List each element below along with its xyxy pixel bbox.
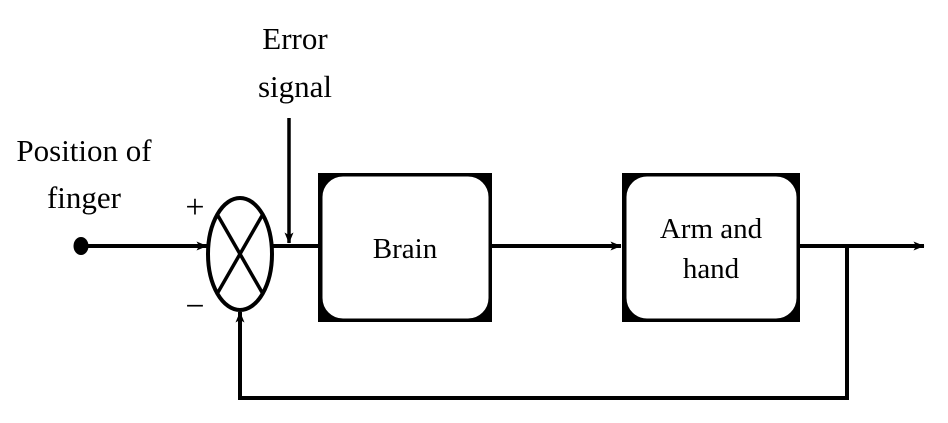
summing-junction-minus-sign: − [185,288,204,325]
block-arm-and-hand-label-line1: Arm and [660,213,763,245]
summing-junction-plus-sign: + [185,189,204,226]
error-signal-label-line2: signal [258,69,332,104]
block-arm-and-hand-label-line2: hand [683,253,740,285]
block-brain-body [319,173,492,322]
summing-junction[interactable] [206,196,274,312]
block-brain[interactable]: Brain [318,173,492,322]
error-signal-label-line1: Error [262,21,328,56]
block-arm-and-hand[interactable]: Arm and hand [622,173,800,322]
input-label-line2: finger [47,180,122,215]
block-brain-label: Brain [373,233,438,265]
summing-junction-cross-line-2 [215,213,265,295]
input-label-line1: Position of [16,133,152,168]
block-arm-and-hand-body [623,173,800,322]
input-source-dot [73,237,89,255]
